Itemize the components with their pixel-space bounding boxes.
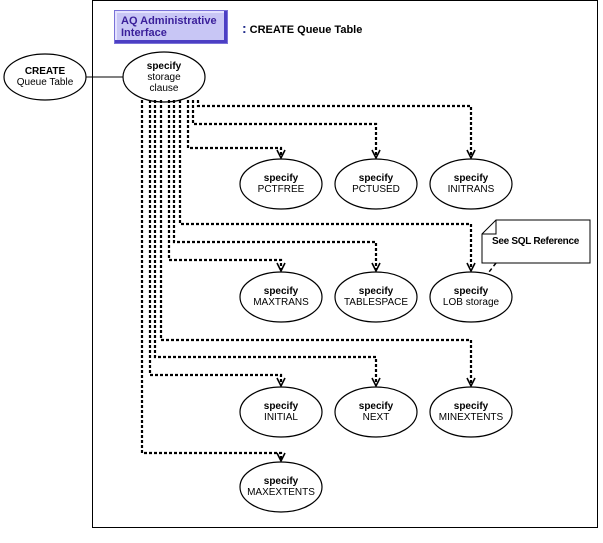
node-line2: LOB storage: [442, 297, 500, 308]
edge-to-maxextents: [140, 100, 283, 460]
edge-to-minextents: [159, 100, 473, 385]
entry-node-line1: CREATE: [24, 66, 66, 77]
node-shape-maxtrans: [239, 271, 323, 323]
edge-to-initrans: [196, 100, 473, 157]
node-line1: specify: [453, 401, 489, 412]
edge-to-pctused: [191, 100, 378, 157]
node-shape-maxextents: [239, 461, 323, 513]
note-shape: [481, 219, 591, 264]
page-title: :CREATE Queue Table: [242, 20, 362, 36]
note-text: See SQL Reference: [492, 236, 579, 247]
node-line2: MINEXTENTS: [438, 412, 504, 423]
node-line2: INITRANS: [447, 184, 495, 195]
arrowhead-initial: [276, 377, 286, 388]
node-line1: specify: [358, 286, 394, 297]
node-line1: specify: [263, 476, 299, 487]
entry-node-line2: Queue Table: [16, 77, 74, 88]
node-shape-initial: [239, 386, 323, 438]
title-separator: :: [242, 20, 247, 36]
node-line2: MAXTRANS: [253, 297, 309, 308]
root-node-line2: storage: [147, 71, 181, 83]
node-line2: MAXEXTENTS: [247, 487, 315, 498]
arrowhead-maxtrans: [276, 262, 286, 273]
node-line2: TABLESPACE: [343, 297, 409, 308]
edge-to-next: [153, 100, 378, 385]
edge-to-pctfree: [186, 100, 283, 157]
arrowhead-pctfree: [276, 149, 286, 160]
node-line1: specify: [263, 173, 299, 184]
arrowhead-tablespace: [371, 262, 381, 273]
title-text: CREATE Queue Table: [249, 24, 363, 36]
node-shape-pctfree: [239, 158, 323, 210]
node-shape-next: [334, 386, 418, 438]
root-node[interactable]: specify storage clause: [123, 58, 205, 96]
badge-line1: AQ Administrative: [121, 15, 217, 27]
arrowhead-maxextents: [276, 452, 286, 463]
node-line2: NEXT: [362, 412, 390, 423]
edge-to-initial: [148, 100, 283, 385]
arrowhead-lob-storage: [466, 262, 476, 273]
badge-line2: Interface: [121, 27, 167, 39]
arrowhead-minextents: [466, 377, 476, 388]
node-line1: specify: [453, 286, 489, 297]
edge-to-tablespace: [172, 100, 378, 270]
edge-to-lob-storage: [178, 100, 473, 270]
node-line1: specify: [358, 173, 394, 184]
edge-to-maxtrans: [167, 100, 283, 270]
arrowhead-next: [371, 377, 381, 388]
node-shape-initrans: [429, 158, 513, 210]
node-shape-pctused: [334, 158, 418, 210]
node-line1: specify: [453, 173, 489, 184]
node-line2: INITIAL: [264, 412, 298, 423]
diagram-frame: [92, 0, 598, 528]
root-node-shape: [122, 51, 206, 103]
root-node-line1: specify: [146, 60, 182, 72]
node-line2: PCTUSED: [352, 184, 400, 195]
node-shape-minextents: [429, 386, 513, 438]
node-line1: specify: [263, 286, 299, 297]
node-line2: PCTFREE: [257, 184, 305, 195]
root-node-line3: clause: [149, 82, 179, 94]
note-pointer: [488, 262, 497, 273]
entry-node-shape: [3, 53, 87, 101]
node-shape-lob-storage: [429, 271, 513, 323]
arrowhead-initrans: [466, 149, 476, 160]
node-shape-tablespace: [334, 271, 418, 323]
entry-node[interactable]: CREATE Queue Table: [4, 58, 86, 96]
aq-admin-interface-badge[interactable]: AQ Administrative Interface: [114, 10, 228, 44]
arrowhead-pctused: [371, 149, 381, 160]
node-line1: specify: [358, 401, 394, 412]
node-line1: specify: [263, 401, 299, 412]
